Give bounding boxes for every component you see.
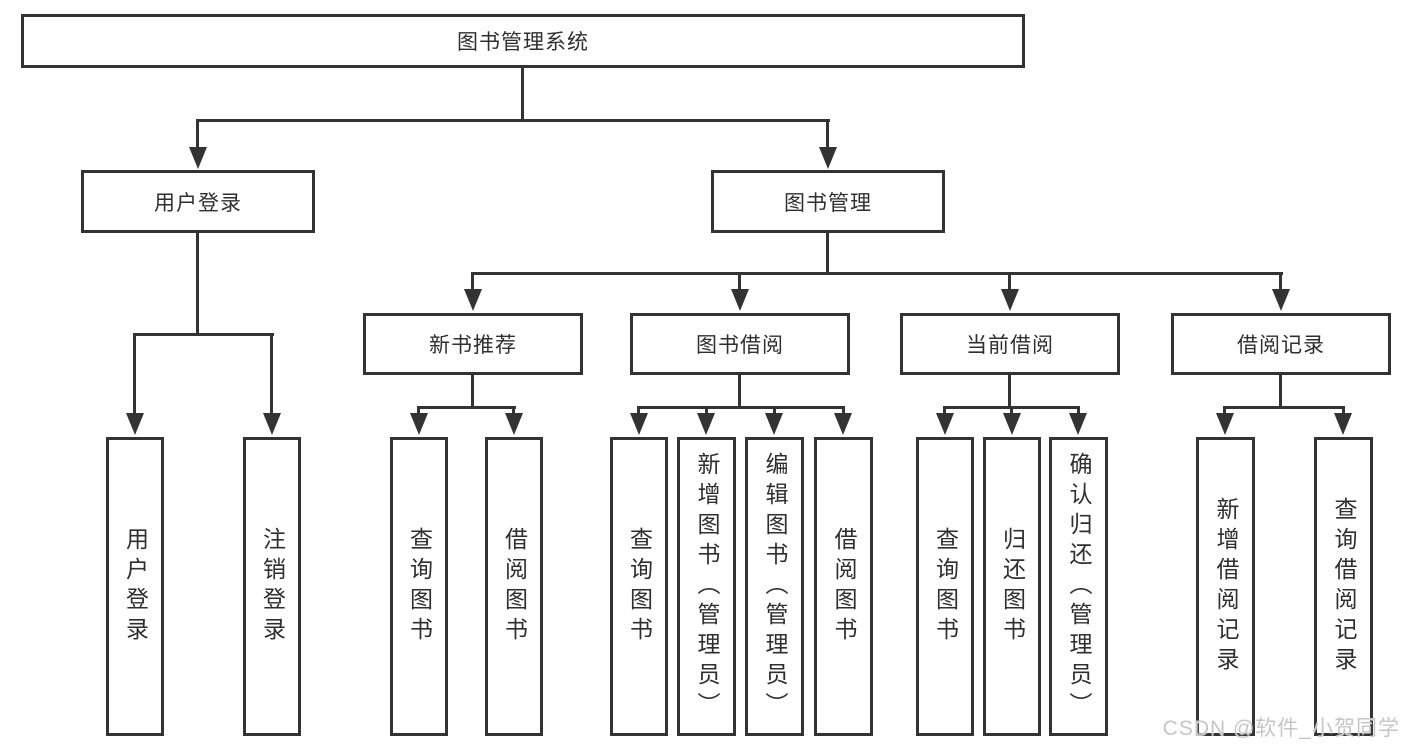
connector-stem (1008, 272, 1011, 290)
arrow-down-icon (1334, 413, 1352, 435)
leaf-edit-books-admin-label: 编辑图书（管理员） (762, 451, 788, 722)
connector-stem (1342, 406, 1345, 415)
leaf-return-books: 归还图书 (983, 437, 1041, 736)
connector-stem (826, 119, 829, 149)
arrow-down-icon (765, 413, 783, 435)
connector-stem (1279, 375, 1282, 409)
node-book-management-label: 图书管理 (784, 191, 872, 215)
leaf-current-query-books: 查询图书 (916, 437, 974, 736)
connector-group2-horizontal (417, 406, 516, 409)
arrow-down-icon (630, 413, 648, 435)
connector-stem (705, 406, 708, 415)
arrow-down-icon (189, 147, 207, 169)
node-current-borrowing: 当前借阅 (900, 313, 1120, 375)
node-book-borrowing-label: 图书借阅 (696, 334, 784, 357)
connector-stem (826, 233, 829, 275)
connector-level3-horizontal (471, 272, 1283, 275)
connector-stem (1223, 406, 1226, 415)
arrow-down-icon (731, 289, 749, 311)
arrow-down-icon (819, 147, 837, 169)
leaf-user-login: 用户登录 (106, 437, 164, 736)
connector-stem (1077, 406, 1080, 415)
connector-stem (842, 406, 845, 415)
node-borrow-records: 借阅记录 (1171, 313, 1391, 375)
node-new-book-recommend: 新书推荐 (363, 313, 583, 375)
connector-stem (133, 333, 136, 415)
arrow-down-icon (1272, 289, 1290, 311)
connector-stem (270, 333, 273, 415)
node-borrow-records-label: 借阅记录 (1237, 334, 1325, 357)
leaf-return-books-label: 归还图书 (999, 526, 1026, 647)
leaf-recommend-borrow-books: 借阅图书 (485, 437, 543, 736)
connector-stem (196, 119, 199, 149)
leaf-add-borrow-record-label: 新增借阅记录 (1213, 496, 1239, 677)
arrow-down-icon (505, 413, 523, 435)
leaf-logout-label: 注销登录 (259, 526, 286, 647)
leaf-recommend-query-books-label: 查询图书 (406, 526, 433, 647)
node-book-management: 图书管理 (711, 170, 945, 233)
leaf-recommend-borrow-books-label: 借阅图书 (501, 526, 528, 647)
arrow-down-icon (126, 413, 144, 435)
leaf-user-login-label: 用户登录 (122, 526, 149, 647)
connector-stem (738, 375, 741, 409)
arrow-down-icon (263, 413, 281, 435)
connector-group3-horizontal (637, 406, 845, 409)
connector-stem (1010, 406, 1013, 415)
leaf-borrowing-borrow-books: 借阅图书 (814, 437, 873, 736)
leaf-add-borrow-record: 新增借阅记录 (1196, 437, 1255, 736)
connector-group5-horizontal (1223, 406, 1345, 409)
leaf-logout: 注销登录 (243, 437, 301, 736)
connector-group1-horizontal (133, 333, 274, 336)
leaf-borrowing-query-books: 查询图书 (610, 437, 668, 736)
connector-stem (773, 406, 776, 415)
arrow-down-icon (697, 413, 715, 435)
arrow-down-icon (1216, 413, 1234, 435)
root-node: 图书管理系统 (21, 14, 1025, 68)
leaf-add-books-admin-label: 新增图书（管理员） (694, 451, 720, 722)
connector-stem (943, 406, 946, 415)
leaf-borrowing-borrow-books-label: 借阅图书 (831, 526, 857, 647)
arrow-down-icon (1069, 413, 1087, 435)
connector-stem (417, 406, 420, 415)
leaf-edit-books-admin: 编辑图书（管理员） (745, 437, 804, 736)
arrow-down-icon (410, 413, 428, 435)
leaf-borrowing-query-books-label: 查询图书 (626, 526, 653, 647)
arrow-down-icon (464, 289, 482, 311)
node-book-borrowing: 图书借阅 (630, 313, 850, 375)
node-new-book-recommend-label: 新书推荐 (429, 334, 517, 357)
leaf-current-query-books-label: 查询图书 (932, 526, 959, 647)
arrow-down-icon (1001, 289, 1019, 311)
connector-stem (512, 406, 515, 415)
connector-stem (637, 406, 640, 415)
node-user-login: 用户登录 (81, 170, 315, 233)
leaf-query-borrow-record: 查询借阅记录 (1314, 437, 1373, 736)
leaf-confirm-return-admin: 确认归还（管理员） (1049, 437, 1108, 736)
arrow-down-icon (834, 413, 852, 435)
node-user-login-label: 用户登录 (154, 191, 242, 215)
connector-stem (471, 375, 474, 409)
node-current-borrowing-label: 当前借阅 (966, 334, 1054, 357)
arrow-down-icon (1003, 413, 1021, 435)
connector-level2-horizontal (196, 119, 830, 122)
root-node-label: 图书管理系统 (457, 31, 589, 54)
connector-stem (471, 272, 474, 290)
csdn-watermark: CSDN @软件_小贺同学 (1162, 717, 1400, 740)
leaf-add-books-admin: 新增图书（管理员） (677, 437, 736, 736)
connector-stem (1279, 272, 1282, 290)
leaf-confirm-return-admin-label: 确认归还（管理员） (1066, 451, 1092, 722)
leaf-query-borrow-record-label: 查询借阅记录 (1331, 496, 1357, 677)
connector-root-stem (521, 68, 524, 121)
connector-stem (196, 233, 199, 335)
arrow-down-icon (936, 413, 954, 435)
connector-stem (738, 272, 741, 290)
leaf-recommend-query-books: 查询图书 (390, 437, 448, 736)
connector-stem (1008, 375, 1011, 409)
